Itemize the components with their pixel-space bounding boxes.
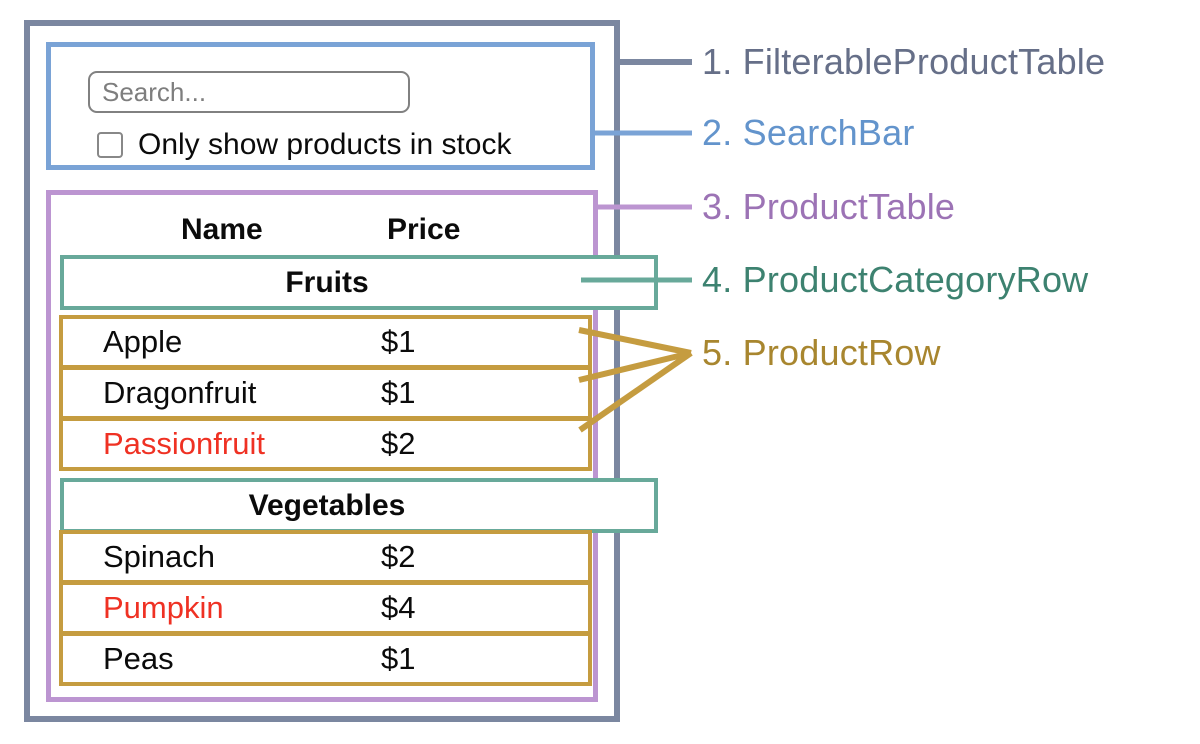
column-header-price: Price bbox=[387, 213, 461, 246]
product-price: $4 bbox=[381, 590, 416, 625]
search-input[interactable] bbox=[88, 71, 410, 113]
product-name: Pumpkin bbox=[103, 590, 224, 625]
product-row-passionfruit: Passionfruit $2 bbox=[59, 417, 592, 471]
product-price: $2 bbox=[381, 539, 416, 574]
column-header-name: Name bbox=[181, 213, 263, 246]
filterable-product-table-box: Only show products in stock Name Price F… bbox=[24, 20, 658, 722]
product-price: $1 bbox=[381, 375, 416, 410]
product-category-row-fruits: Fruits bbox=[60, 255, 658, 310]
product-row-spinach: Spinach $2 bbox=[59, 530, 592, 584]
legend-label-search-bar: 2. SearchBar bbox=[702, 112, 915, 153]
product-price: $2 bbox=[381, 426, 416, 461]
product-table-box: Name Price Fruits Apple $1 Dragonfruit $… bbox=[46, 190, 658, 702]
product-name: Peas bbox=[103, 641, 174, 676]
product-row-peas: Peas $1 bbox=[59, 632, 592, 686]
product-price: $1 bbox=[381, 641, 416, 676]
in-stock-checkbox-label: Only show products in stock bbox=[138, 128, 512, 161]
product-row-apple: Apple $1 bbox=[59, 315, 592, 369]
legend-label-product-category-row: 4. ProductCategoryRow bbox=[702, 259, 1089, 300]
product-price: $1 bbox=[381, 324, 416, 359]
product-name: Passionfruit bbox=[103, 426, 265, 461]
in-stock-checkbox[interactable] bbox=[97, 132, 123, 158]
search-bar-box: Only show products in stock bbox=[46, 42, 595, 170]
product-row-dragonfruit: Dragonfruit $1 bbox=[59, 366, 592, 420]
legend-label-product-row: 5. ProductRow bbox=[702, 332, 941, 373]
product-name: Dragonfruit bbox=[103, 375, 257, 410]
product-name: Spinach bbox=[103, 539, 216, 574]
legend-label-filterable-product-table: 1. FilterableProductTable bbox=[702, 41, 1106, 82]
product-category-row-vegetables: Vegetables bbox=[60, 478, 658, 533]
legend-label-product-table: 3. ProductTable bbox=[702, 186, 956, 227]
in-stock-filter-row: Only show products in stock bbox=[97, 128, 512, 161]
product-row-pumpkin: Pumpkin $4 bbox=[59, 581, 592, 635]
product-name: Apple bbox=[103, 324, 183, 359]
